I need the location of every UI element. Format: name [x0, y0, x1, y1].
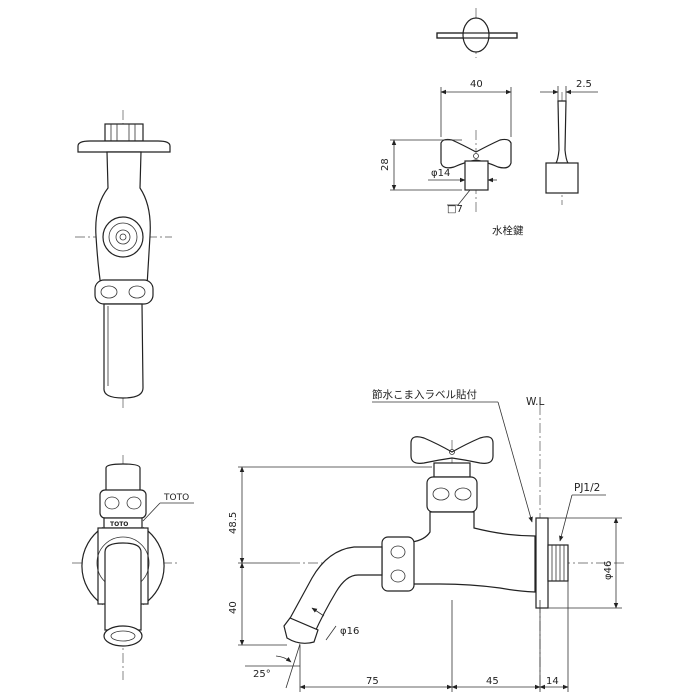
key-shaft-dia-dim: φ14: [431, 168, 450, 179]
side-view-dimensions: 48.5 40 φ46 φ16 25° 75 45 14: [228, 466, 622, 692]
key-height-dim: 28: [380, 158, 391, 171]
brand-label: TOTO: [163, 493, 189, 503]
faucet-top-view: [75, 110, 172, 410]
spout-dia-dim: φ16: [340, 626, 359, 637]
height-upper-dim: 48.5: [228, 512, 239, 534]
height-lower-dim: 40: [228, 601, 239, 614]
key-name-label: 水栓鍵: [492, 224, 524, 237]
length-spout-dim: 75: [366, 676, 379, 687]
length-thread-dim: 14: [546, 676, 559, 687]
length-body-dim: 45: [486, 676, 499, 687]
sticker-note-label: 節水こま入ラベル貼付: [372, 388, 477, 401]
key-square-dim: □7: [447, 204, 463, 215]
key-top-view: [436, 8, 518, 58]
flange-dia-dim: φ46: [603, 561, 614, 580]
water-level-label: W.L: [526, 396, 545, 408]
key-width-dim: 40: [470, 79, 483, 90]
spout-angle-dim: 25°: [253, 669, 271, 680]
key-front-view: 40 28 φ14 □7 水栓鍵: [380, 79, 524, 237]
faucet-front-view: TOTO TOTO: [72, 455, 194, 680]
key-side-view: 2.5: [540, 79, 598, 205]
key-thickness-dim: 2.5: [576, 79, 592, 90]
brand-mark: TOTO: [110, 521, 128, 528]
faucet-side-view: [283, 405, 625, 690]
thread-label: PJ1/2: [574, 482, 600, 494]
side-view-annotations: 節水こま入ラベル貼付 W.L PJ1/2: [372, 388, 606, 542]
